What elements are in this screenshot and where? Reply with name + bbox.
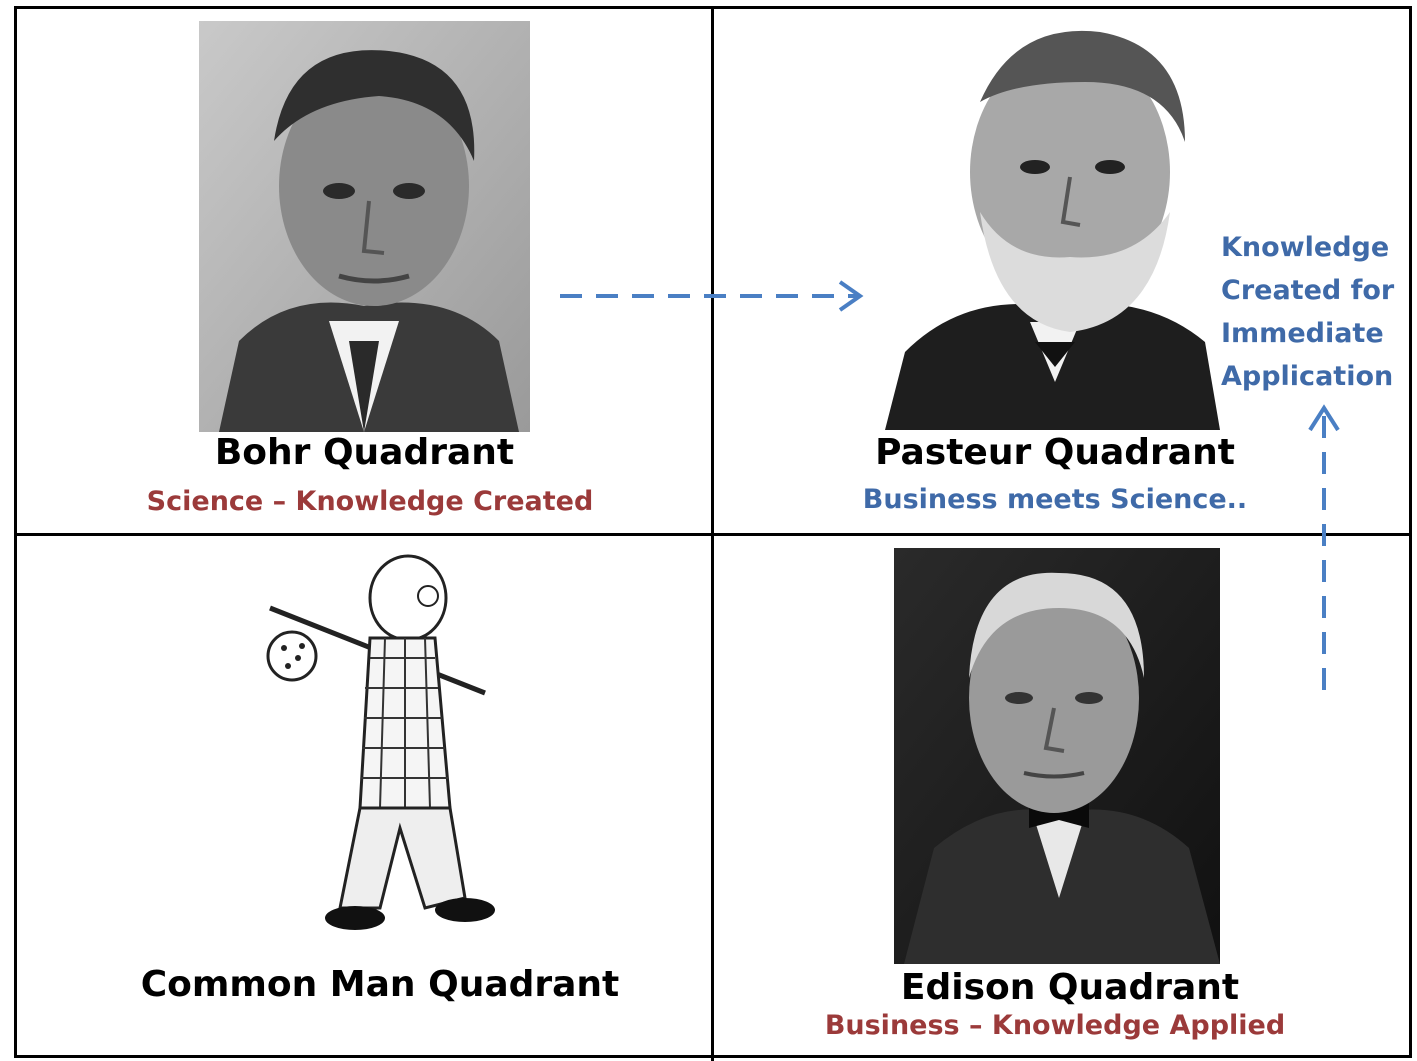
side-note-line: Knowledge bbox=[1221, 232, 1390, 263]
up-arrowhead-icon bbox=[1308, 404, 1340, 432]
edison-portrait bbox=[894, 548, 1220, 964]
edison-quadrant-title: Edison Quadrant bbox=[900, 967, 1240, 1008]
bohr-quadrant-subtitle: Science – Knowledge Created bbox=[146, 486, 594, 517]
horizontal-divider bbox=[14, 533, 1412, 536]
common-man-illustration bbox=[260, 548, 515, 940]
bohr-portrait bbox=[199, 21, 530, 432]
edison-quadrant-subtitle: Business – Knowledge Applied bbox=[824, 1010, 1286, 1041]
right-arrowhead-icon bbox=[838, 280, 864, 312]
pasteur-quadrant-title: Pasteur Quadrant bbox=[875, 432, 1235, 473]
bohr-quadrant-title: Bohr Quadrant bbox=[214, 432, 515, 473]
side-note-line: Created for bbox=[1221, 275, 1395, 306]
side-note-line: Application bbox=[1221, 361, 1394, 392]
pasteur-portrait bbox=[885, 22, 1220, 430]
side-note-line: Immediate bbox=[1221, 318, 1384, 349]
pasteur-quadrant-subtitle: Business meets Science.. bbox=[862, 484, 1248, 515]
side-note: Knowledge Created for Immediate Applicat… bbox=[1221, 226, 1394, 398]
common-man-quadrant-title: Common Man Quadrant bbox=[140, 964, 620, 1005]
